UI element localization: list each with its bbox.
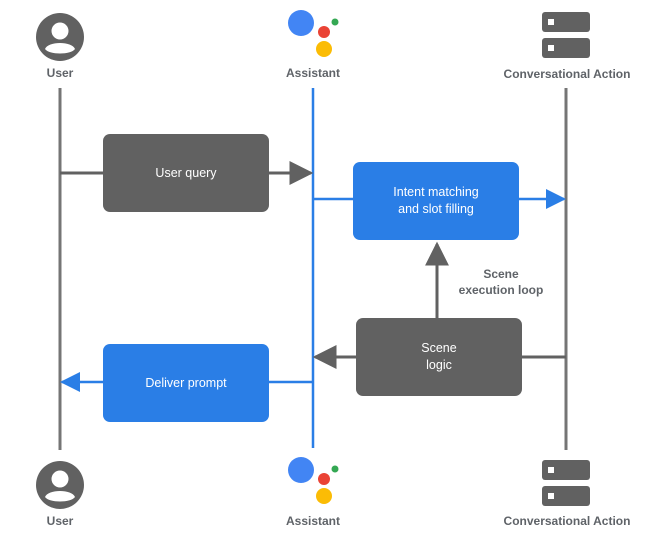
loop-label-line1: Scene: [483, 267, 519, 281]
deliver-prompt-box: Deliver prompt: [103, 344, 269, 422]
actor-label-action: Conversational Action: [503, 67, 631, 81]
scene-logic-line2: logic: [426, 358, 452, 372]
user-query-box: User query: [103, 134, 269, 212]
server-icon: [542, 12, 590, 58]
loop-label: Scene execution loop: [446, 266, 556, 298]
user-icon: [36, 13, 84, 61]
scene-logic-line1: Scene: [421, 341, 457, 355]
intent-matching-box: Intent matching and slot filling: [353, 162, 519, 240]
intent-matching-line1: Intent matching: [393, 185, 479, 199]
deliver-prompt-text: Deliver prompt: [145, 375, 227, 390]
loop-label-line2: execution loop: [458, 283, 544, 297]
assistant-logo-icon: [288, 10, 339, 57]
scene-logic-box: Scene logic: [356, 318, 522, 396]
server-icon-bottom: [542, 460, 590, 506]
actor-label-action-bottom: Conversational Action: [503, 514, 631, 528]
actor-label-user-bottom: User: [46, 514, 74, 528]
actor-label-assistant-bottom: Assistant: [285, 514, 341, 528]
actor-label-user: User: [46, 66, 74, 80]
assistant-logo-icon-bottom: [288, 457, 339, 504]
user-icon-bottom: [36, 461, 84, 509]
intent-matching-line2: and slot filling: [398, 202, 474, 216]
actor-label-assistant: Assistant: [285, 66, 341, 80]
user-query-text: User query: [155, 165, 217, 180]
